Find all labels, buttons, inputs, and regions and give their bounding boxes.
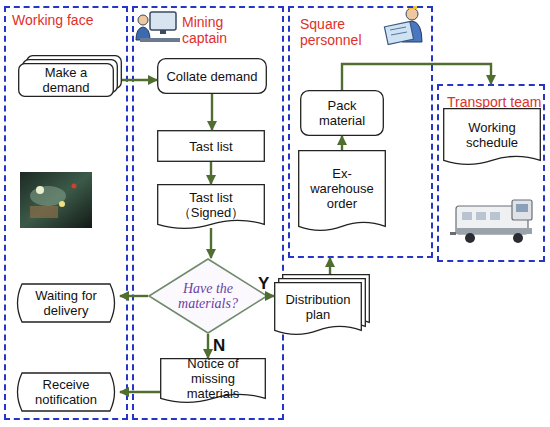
document-box: Ex-warehouse order bbox=[298, 150, 386, 236]
swimlane: Transport teamWorking schedule bbox=[437, 84, 545, 262]
flow-arrow bbox=[210, 162, 212, 184]
flow-arrow bbox=[342, 64, 491, 90]
flow-arrow bbox=[341, 136, 343, 150]
node-text: Waiting for delivery bbox=[16, 286, 116, 320]
node-text: Distribution plan bbox=[276, 284, 360, 330]
node-text: Working schedule bbox=[447, 111, 537, 158]
node-text: Notice of missing materials bbox=[164, 361, 262, 396]
node-text: Have the materials? bbox=[172, 270, 244, 322]
mine-photo bbox=[20, 172, 92, 228]
process-box: Pack material bbox=[300, 90, 384, 136]
document-box: Tast list（Signed） bbox=[157, 184, 265, 234]
flow-arrow bbox=[207, 334, 209, 358]
truck-illustration bbox=[450, 200, 532, 243]
node-text: Receive notification bbox=[16, 375, 116, 409]
status-box: Receive notification bbox=[12, 372, 120, 412]
document-box: Working schedule bbox=[443, 108, 541, 170]
flow-arrow bbox=[120, 295, 148, 297]
lane-heading: Transport team bbox=[447, 94, 547, 110]
process-box: Tast list bbox=[157, 130, 265, 162]
flow-arrow bbox=[210, 228, 212, 258]
branch-label: Y bbox=[258, 274, 269, 294]
decision-diamond: Have the materials? bbox=[148, 258, 268, 334]
swimlane: Working faceMake a demandWaiting for del… bbox=[4, 6, 128, 420]
node-text: Pack material bbox=[304, 93, 380, 133]
flow-arrow bbox=[122, 79, 157, 81]
flow-arrow bbox=[329, 258, 331, 274]
process-box: Collate demand bbox=[157, 58, 267, 94]
node-text: Make a demand bbox=[20, 65, 112, 95]
status-box: Waiting for delivery bbox=[12, 283, 120, 323]
node-text: Tast list（Signed） bbox=[161, 187, 261, 222]
demand-stack: Make a demand bbox=[18, 55, 122, 97]
lane-heading: Working face bbox=[12, 12, 96, 28]
branch-label: N bbox=[213, 336, 225, 356]
node-text: Tast list bbox=[161, 133, 261, 159]
lane-heading: Square personnel bbox=[300, 16, 380, 48]
node-text: Collate demand bbox=[161, 61, 263, 91]
captain-icon bbox=[136, 12, 180, 42]
swimlane: Mining captainCollate demandTast listTas… bbox=[132, 6, 284, 420]
document-stack: Distribution plan bbox=[274, 274, 370, 340]
flow-arrow bbox=[120, 391, 160, 393]
swimlane: Square personnelPack materialEx-warehous… bbox=[288, 6, 433, 258]
square-personnel-icon bbox=[384, 6, 422, 45]
node-text: Ex-warehouse order bbox=[302, 153, 382, 224]
flow-arrow bbox=[268, 295, 274, 297]
lane-heading: Mining captain bbox=[182, 14, 262, 46]
flow-arrow bbox=[211, 94, 213, 130]
document-box: Notice of missing materials bbox=[160, 358, 266, 408]
